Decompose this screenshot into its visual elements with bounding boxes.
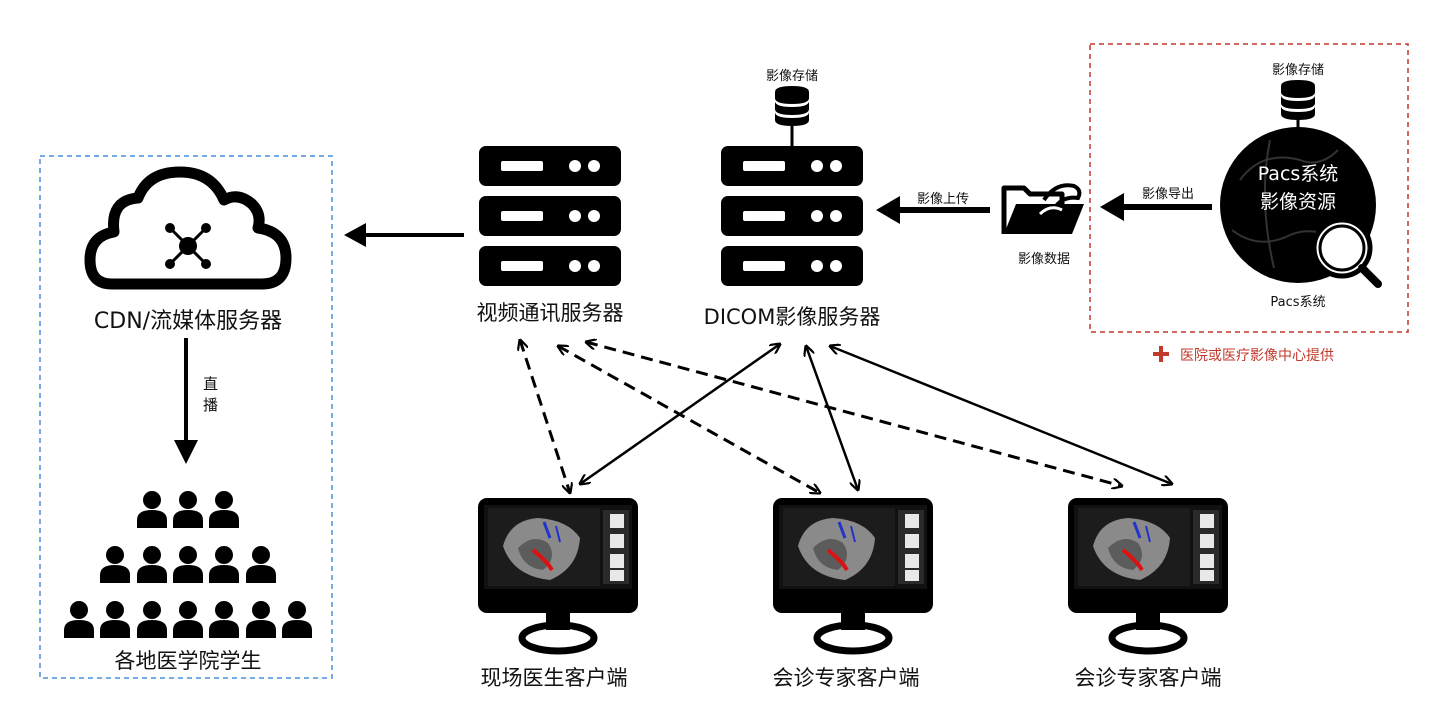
image-data-label: 影像数据 [1018,252,1070,267]
open-folder-icon [1001,183,1084,234]
person-icon [100,546,130,583]
server-rack-icon [721,146,863,286]
person-icon [173,546,203,583]
image-upload-label: 影像上传 [917,192,969,207]
magnifier-icon [1311,217,1382,288]
database-icon [1281,80,1315,120]
client-expert1-label: 会诊专家客户端 [773,666,920,690]
plus-icon [1153,346,1169,362]
live-label-line1: 直 [203,375,218,393]
image-export-label: 影像导出 [1142,187,1194,202]
pacs-area-box [1089,43,1409,333]
server-rack-icon [479,146,621,286]
cloud-network-icon [84,166,292,290]
person-icon [209,601,239,638]
image-storage-label: 影像存储 [766,69,818,84]
client-onsite-label: 现场医生客户端 [481,666,628,690]
person-icon [100,601,130,638]
dicom-link-onsite [580,344,780,484]
live-label-line2: 播 [203,396,218,414]
person-icon [137,491,167,528]
cdn-server-label: CDN/流媒体服务器 [94,309,282,334]
video-link-expert2 [586,342,1122,486]
students-crowd [64,491,312,638]
monitor-icon [478,498,638,651]
person-icon [209,546,239,583]
person-icon [282,601,312,638]
dicom-server-label: DICOM影像服务器 [704,305,881,329]
pacs-storage-label: 影像存储 [1272,63,1324,78]
person-icon [173,601,203,638]
monitor-icon [1068,498,1228,651]
pacs-title-line2: 影像资源 [1260,191,1336,213]
pacs-title-line1: Pacs系统 [1258,163,1339,185]
monitor-icon [773,498,933,651]
person-icon [246,601,276,638]
connections [520,340,1172,493]
client-expert2-label: 会诊专家客户端 [1075,666,1222,690]
dicom-link-expert1 [806,346,858,490]
video-link-onsite [520,340,570,493]
database-icon [775,86,809,126]
video-server-label: 视频通讯服务器 [477,301,624,325]
export-arrow-head [1100,193,1124,221]
students-label: 各地医学院学生 [115,649,262,673]
provider-note: 医院或医疗影像中心提供 [1180,348,1334,364]
dicom-link-expert2 [830,346,1172,484]
upload-arrow-head [876,196,900,224]
person-icon [246,546,276,583]
person-icon [173,491,203,528]
live-arrow-head [174,440,198,464]
stream-arrow-head [344,223,366,247]
person-icon [209,491,239,528]
pacs-caption: Pacs系统 [1270,295,1325,310]
person-icon [64,601,94,638]
person-icon [137,601,167,638]
cdn-area-box [39,155,333,679]
person-icon [137,546,167,583]
